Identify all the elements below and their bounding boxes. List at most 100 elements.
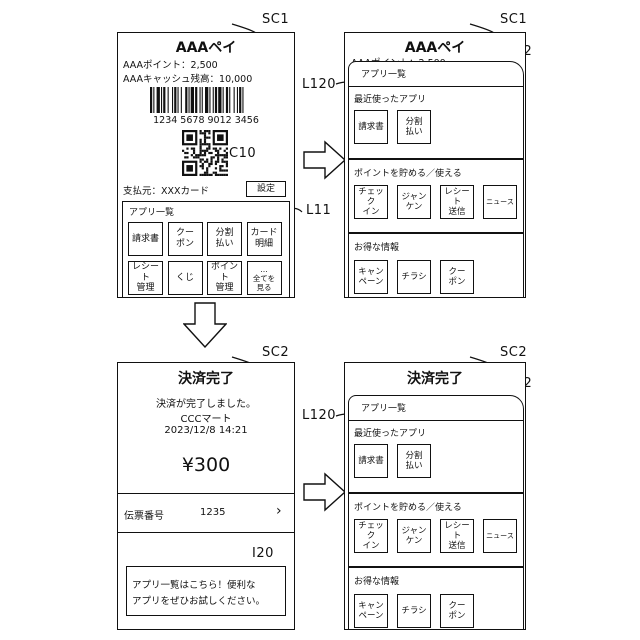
slip-number-label: 伝票番号 bbox=[124, 507, 164, 522]
app-tile-label: 分割 bbox=[215, 228, 233, 239]
app-tile-label: チラシ bbox=[401, 606, 426, 616]
down-arrow bbox=[183, 302, 227, 348]
app-list-promo-banner[interactable]: アプリ一覧はこちら！便利な アプリをぜひお試しください。 bbox=[126, 566, 286, 616]
app-tile-label: キャン bbox=[358, 267, 384, 277]
app-tile-button[interactable]: くじ bbox=[168, 261, 203, 295]
deals-apps-row: キャンペーン チラシ クーポン bbox=[354, 594, 524, 630]
app-tile-label: 払い bbox=[215, 239, 233, 250]
section-divider bbox=[349, 232, 523, 234]
ref-sc2-bottom-right: SC2 bbox=[500, 345, 527, 360]
qr-code-image bbox=[182, 130, 228, 176]
app-tile-button[interactable]: ポイント管理 bbox=[207, 261, 242, 295]
app-title: AAAペイ bbox=[118, 37, 294, 57]
app-tile-label: 全てを bbox=[253, 274, 275, 283]
panel-divider bbox=[349, 420, 523, 421]
app-tile-button[interactable]: …全てを見る bbox=[247, 261, 282, 295]
app-title-behind: AAAペイ bbox=[345, 37, 525, 57]
app-tile-label: 分割 bbox=[405, 117, 422, 127]
section-divider bbox=[349, 158, 523, 160]
app-tile-button[interactable]: チラシ bbox=[397, 260, 431, 294]
settings-button[interactable]: 設定 bbox=[246, 181, 286, 197]
app-tile-label: 管理 bbox=[136, 283, 154, 294]
app-tile-button[interactable]: クーポン bbox=[168, 222, 203, 256]
screen-sc1: AAAペイ AAAポイント：2,500 AAAキャッシュ残高：10,000 12… bbox=[117, 32, 295, 298]
cash-balance: AAAキャッシュ残高：10,000 bbox=[123, 71, 252, 85]
app-tile-button[interactable]: ニュース bbox=[483, 185, 517, 219]
app-tile-button[interactable]: ニュース bbox=[483, 519, 517, 553]
right-arrow-bottom bbox=[303, 472, 347, 512]
app-tile-label: レシート bbox=[129, 262, 162, 284]
app-tile-button[interactable]: 請求書 bbox=[354, 444, 388, 478]
app-tile-label: ポン bbox=[176, 239, 194, 250]
app-tile-label: 送信 bbox=[448, 207, 465, 217]
payment-complete-title-behind: 決済完了 bbox=[345, 368, 525, 388]
promo-line-1: アプリ一覧はこちら！便利な bbox=[132, 577, 256, 591]
app-tile-label: クー bbox=[448, 267, 465, 277]
app-tile-button[interactable]: レシート送信 bbox=[440, 185, 474, 219]
app-tile-button[interactable]: レシート管理 bbox=[128, 261, 163, 295]
app-tile-button[interactable]: チェックイン bbox=[354, 185, 388, 219]
payment-datetime: 2023/12/8 14:21 bbox=[118, 425, 294, 436]
app-tile-button[interactable]: 請求書 bbox=[354, 110, 388, 144]
ref-c10: C10 bbox=[229, 146, 256, 161]
app-tile-button[interactable]: キャンペーン bbox=[354, 594, 388, 628]
ref-i20: I20 bbox=[252, 546, 274, 561]
points-apps-row: チェックインジャンケンレシート送信ニュース bbox=[354, 519, 524, 555]
app-tile-label: イン bbox=[362, 207, 379, 217]
app-tile-button[interactable]: 分割払い bbox=[207, 222, 242, 256]
app-tile-label: … bbox=[260, 265, 268, 274]
app-tile-label: レシート bbox=[441, 187, 473, 207]
points-balance: AAAポイント：2,500 bbox=[123, 57, 218, 71]
divider bbox=[118, 532, 294, 533]
app-tile-label: ジャン bbox=[401, 526, 426, 536]
app-tile-label: ケン bbox=[406, 536, 423, 546]
app-tile-button[interactable]: ジャンケン bbox=[397, 519, 431, 553]
app-tile-label: ニュース bbox=[486, 198, 514, 206]
app-tile-label: クー bbox=[448, 601, 465, 611]
app-tile-label: ケン bbox=[406, 202, 423, 212]
deals-title: お得な情報 bbox=[354, 574, 399, 587]
app-tile-label: キャン bbox=[358, 601, 384, 611]
app-tile-button[interactable]: レシート送信 bbox=[440, 519, 474, 553]
app-tile-button[interactable]: チラシ bbox=[397, 594, 431, 628]
app-tile-button[interactable]: チェックイン bbox=[354, 519, 388, 553]
right-arrow-top bbox=[303, 140, 347, 180]
app-tile-label: ペーン bbox=[358, 277, 383, 287]
app-tile-button[interactable]: キャンペーン bbox=[354, 260, 388, 294]
app-list-title: アプリ一覧 bbox=[129, 205, 174, 218]
app-tile-label: 請求書 bbox=[358, 456, 384, 466]
panel-title: アプリ一覧 bbox=[361, 401, 406, 414]
app-tile-button[interactable]: カード明細 bbox=[247, 222, 282, 256]
app-tile-label: クー bbox=[176, 228, 194, 239]
app-tile-button[interactable]: クーポン bbox=[440, 260, 474, 294]
payment-amount: ¥300 bbox=[118, 454, 294, 476]
ref-l11: L11 bbox=[306, 203, 331, 218]
app-tile-button[interactable]: ジャンケン bbox=[397, 185, 431, 219]
app-tile-label: ポイント bbox=[208, 262, 241, 284]
app-tile-label: 払い bbox=[405, 127, 422, 137]
barcode-image bbox=[150, 87, 262, 113]
promo-line-2: アプリをぜひお試しください。 bbox=[132, 593, 265, 607]
screen-sc2: 決済完了 決済が完了しました。 CCCマート 2023/12/8 14:21 ¥… bbox=[117, 362, 295, 630]
ref-l120-bottom: L120 bbox=[302, 408, 336, 423]
points-apps-title: ポイントを貯める／使える bbox=[354, 500, 462, 513]
app-tile-label: チラシ bbox=[401, 272, 426, 282]
slip-number-row[interactable]: 伝票番号 1235 › bbox=[118, 494, 294, 532]
app-tile-label: 管理 bbox=[215, 283, 233, 294]
app-tile-label: ニュース bbox=[486, 532, 514, 540]
app-tile-label: 請求書 bbox=[132, 234, 159, 245]
app-tile-label: ポン bbox=[448, 611, 465, 621]
app-tile-button[interactable]: クーポン bbox=[440, 594, 474, 628]
app-tile-button[interactable]: 請求書 bbox=[128, 222, 163, 256]
app-tile-label: レシート bbox=[441, 521, 473, 541]
app-tile-button[interactable]: 分割払い bbox=[397, 444, 431, 478]
app-tile-label: カード bbox=[250, 228, 277, 239]
app-list-section: アプリ一覧 請求書クーポン分割払いカード明細レシート管理くじポイント管理…全てを… bbox=[122, 201, 290, 298]
points-apps-row: チェックインジャンケンレシート送信 ニュース bbox=[354, 185, 524, 221]
app-tile-button[interactable]: 分割払い bbox=[397, 110, 431, 144]
app-grid: 請求書クーポン分割払いカード明細レシート管理くじポイント管理…全てを見る bbox=[128, 222, 286, 298]
barcode-number: 1234 5678 9012 3456 bbox=[118, 115, 294, 126]
panel-title: アプリ一覧 bbox=[361, 67, 406, 80]
app-tile-label: 分割 bbox=[405, 451, 422, 461]
